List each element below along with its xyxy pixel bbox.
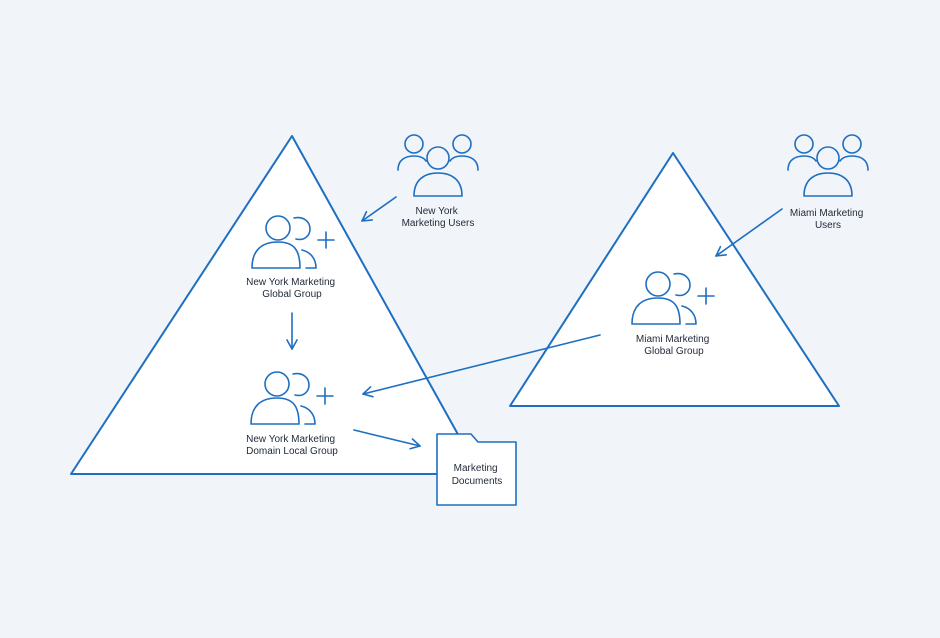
add-group-icon [251,215,335,269]
arrow-ny-users-to-global-group [361,196,397,222]
miami-domain-triangle [509,152,840,407]
arrow-domain-local-to-documents [353,429,421,450]
new-york-domain-triangle [70,135,481,475]
arrow-miami-users-to-global-group [715,208,783,257]
new-york-users-label: New York Marketing Users [402,206,475,229]
users-group-icon [787,134,869,197]
miami-global-group-label: Miami Marketing Global Group [636,334,712,357]
add-group-icon [631,271,715,325]
arrow-miami-global-to-ny-domain-local [362,334,601,398]
folder-icon [436,433,517,506]
miami-users-label: Miami Marketing Users [790,208,866,231]
users-group-icon [397,134,479,197]
new-york-domain-local-group-label: New York Marketing Domain Local Group [246,434,338,457]
add-group-icon [250,371,334,425]
marketing-documents-label: Marketing Documents [452,463,503,487]
new-york-global-group-label: New York Marketing Global Group [246,277,338,300]
